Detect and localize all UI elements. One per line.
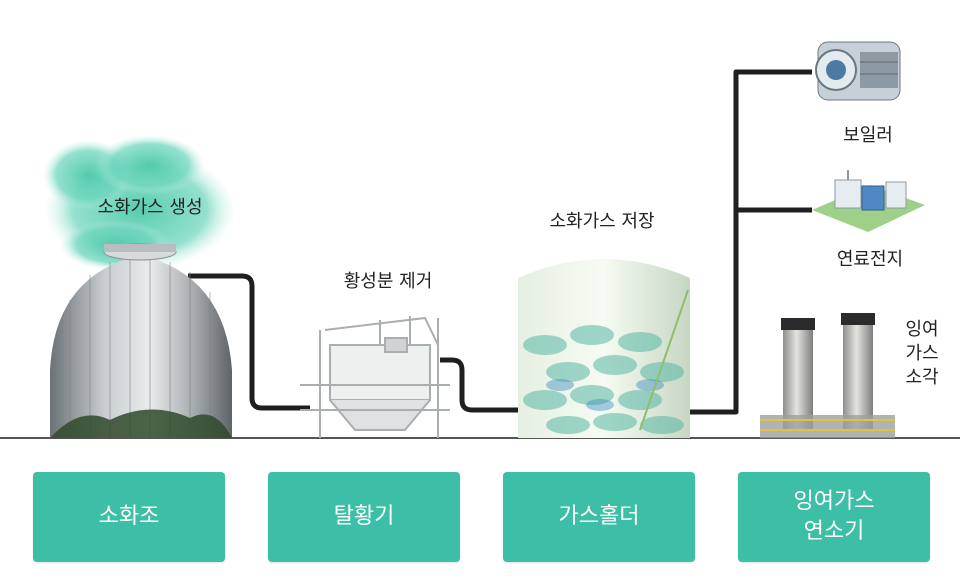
pipe-network <box>188 69 812 415</box>
label-sulfur-removal: 황성분 제거 <box>343 271 433 292</box>
stage-label: 소화조 <box>98 504 160 529</box>
surplus-gas-incinerator <box>760 313 895 438</box>
stage-surplus-gas-burner: 잉여가스 연소기 <box>738 472 930 562</box>
label-line: 잉여 <box>905 319 939 340</box>
label-digestion-gas-storage: 소화가스 저장 <box>549 211 655 232</box>
desulfurizer-unit <box>300 316 450 438</box>
label-line: 가스 <box>905 343 939 364</box>
gas-holder-tank <box>518 259 690 438</box>
fuel-cell-unit <box>812 170 925 232</box>
digester-tank <box>50 243 232 438</box>
stage-gas-holder: 가스홀더 <box>503 472 695 562</box>
stage-label-line: 잉여가스 <box>793 489 875 514</box>
stage-label: 탈황기 <box>333 504 395 529</box>
label-fuel-cell: 연료전지 <box>836 249 904 270</box>
stage-label: 가스홀더 <box>558 504 640 529</box>
boiler-unit <box>815 41 901 101</box>
label-boiler: 보일러 <box>843 125 893 146</box>
stage-desulfurizer: 탈황기 <box>268 472 460 562</box>
label-surplus-gas-incineration: 잉여 가스 소각 <box>905 318 938 390</box>
label-digestion-gas-generation: 소화가스 생성 <box>97 197 203 218</box>
stage-label-line: 연소기 <box>803 519 865 544</box>
stage-digester: 소화조 <box>33 472 225 562</box>
label-line: 소각 <box>905 367 939 388</box>
